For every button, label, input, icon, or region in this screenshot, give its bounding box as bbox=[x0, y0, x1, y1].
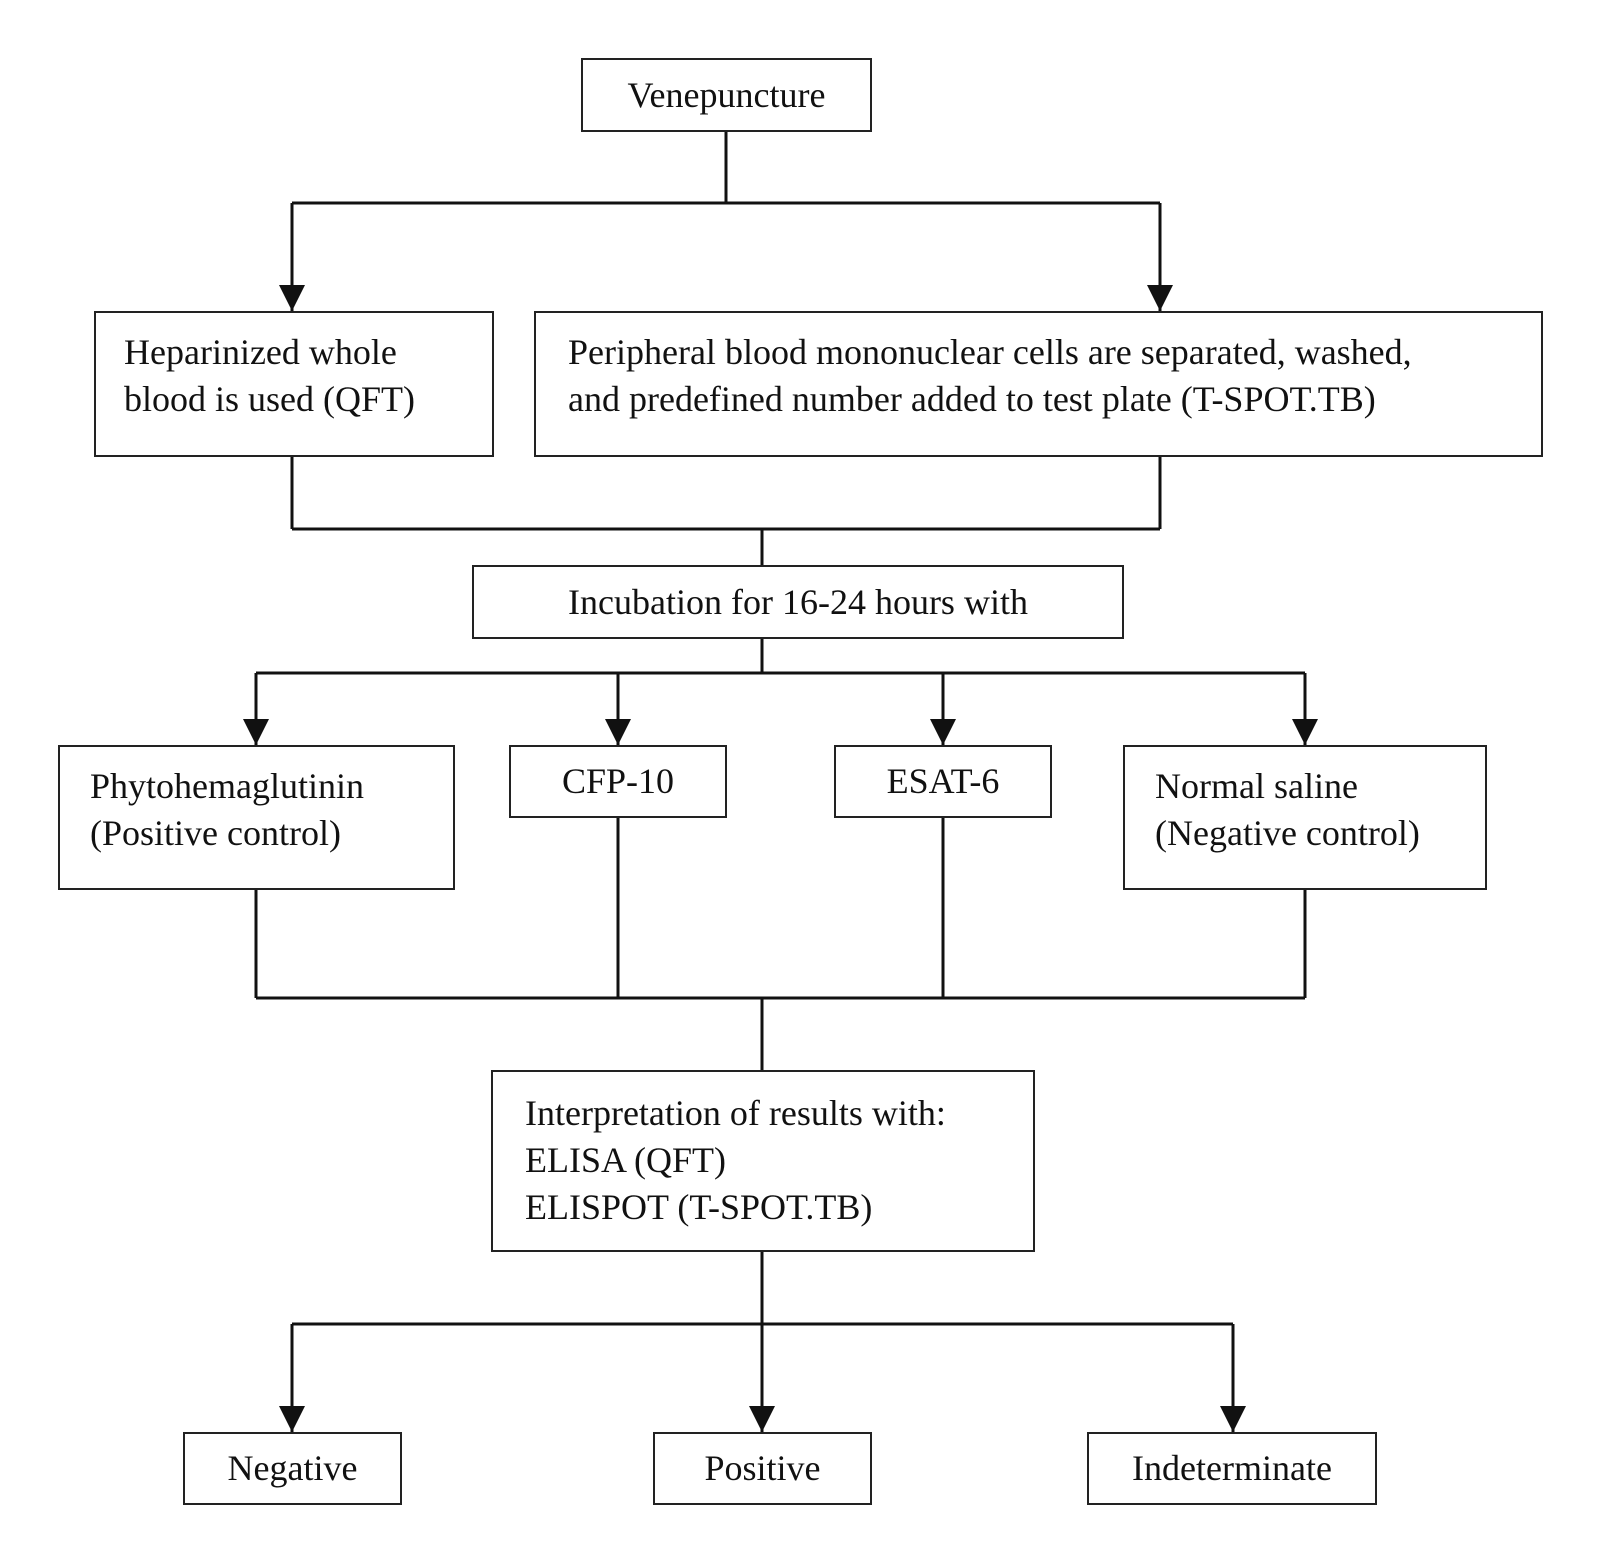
incubation-label: Incubation for 16-24 hours with bbox=[568, 581, 1028, 622]
indeterminate-label: Indeterminate bbox=[1132, 1448, 1332, 1488]
normal-saline-line-2: (Negative control) bbox=[1155, 813, 1420, 853]
tspot-preparation-node: Peripheral blood mononuclear cells are s… bbox=[534, 311, 1543, 457]
tspot-preparation-line-2: and predefined number added to test plat… bbox=[568, 379, 1376, 419]
positive-label: Positive bbox=[704, 1448, 821, 1488]
venepuncture-label: Venepuncture bbox=[627, 74, 826, 115]
negative-label: Negative bbox=[227, 1448, 358, 1488]
venepuncture-node: Venepuncture bbox=[581, 58, 872, 132]
qft-preparation-node: Heparinized whole blood is used (QFT) bbox=[94, 311, 494, 457]
phytohemagglutinin-line-2: (Positive control) bbox=[90, 813, 341, 853]
normal-saline-line-1: Normal saline bbox=[1155, 766, 1358, 806]
interpretation-line-3: ELISPOT (T-SPOT.TB) bbox=[525, 1187, 873, 1227]
negative-node: Negative bbox=[183, 1432, 402, 1505]
esat6-label: ESAT-6 bbox=[886, 761, 1000, 801]
incubation-node: Incubation for 16-24 hours with bbox=[472, 565, 1124, 639]
cfp10-label: CFP-10 bbox=[561, 761, 675, 801]
interpretation-line-1: Interpretation of results with: bbox=[525, 1093, 946, 1133]
tspot-preparation-line-1: Peripheral blood mononuclear cells are s… bbox=[568, 332, 1412, 372]
phytohemagglutinin-node: Phytohemaglutinin (Positive control) bbox=[58, 745, 455, 890]
normal-saline-node: Normal saline (Negative control) bbox=[1123, 745, 1487, 890]
qft-preparation-line-1: Heparinized whole bbox=[124, 332, 397, 372]
interpretation-node: Interpretation of results with: ELISA (Q… bbox=[491, 1070, 1035, 1252]
esat6-node: ESAT-6 bbox=[834, 745, 1052, 818]
qft-preparation-line-2: blood is used (QFT) bbox=[124, 379, 415, 419]
cfp10-node: CFP-10 bbox=[509, 745, 727, 818]
indeterminate-node: Indeterminate bbox=[1087, 1432, 1377, 1505]
interpretation-line-2: ELISA (QFT) bbox=[525, 1140, 726, 1180]
phytohemagglutinin-line-1: Phytohemaglutinin bbox=[90, 766, 364, 806]
positive-node: Positive bbox=[653, 1432, 872, 1505]
